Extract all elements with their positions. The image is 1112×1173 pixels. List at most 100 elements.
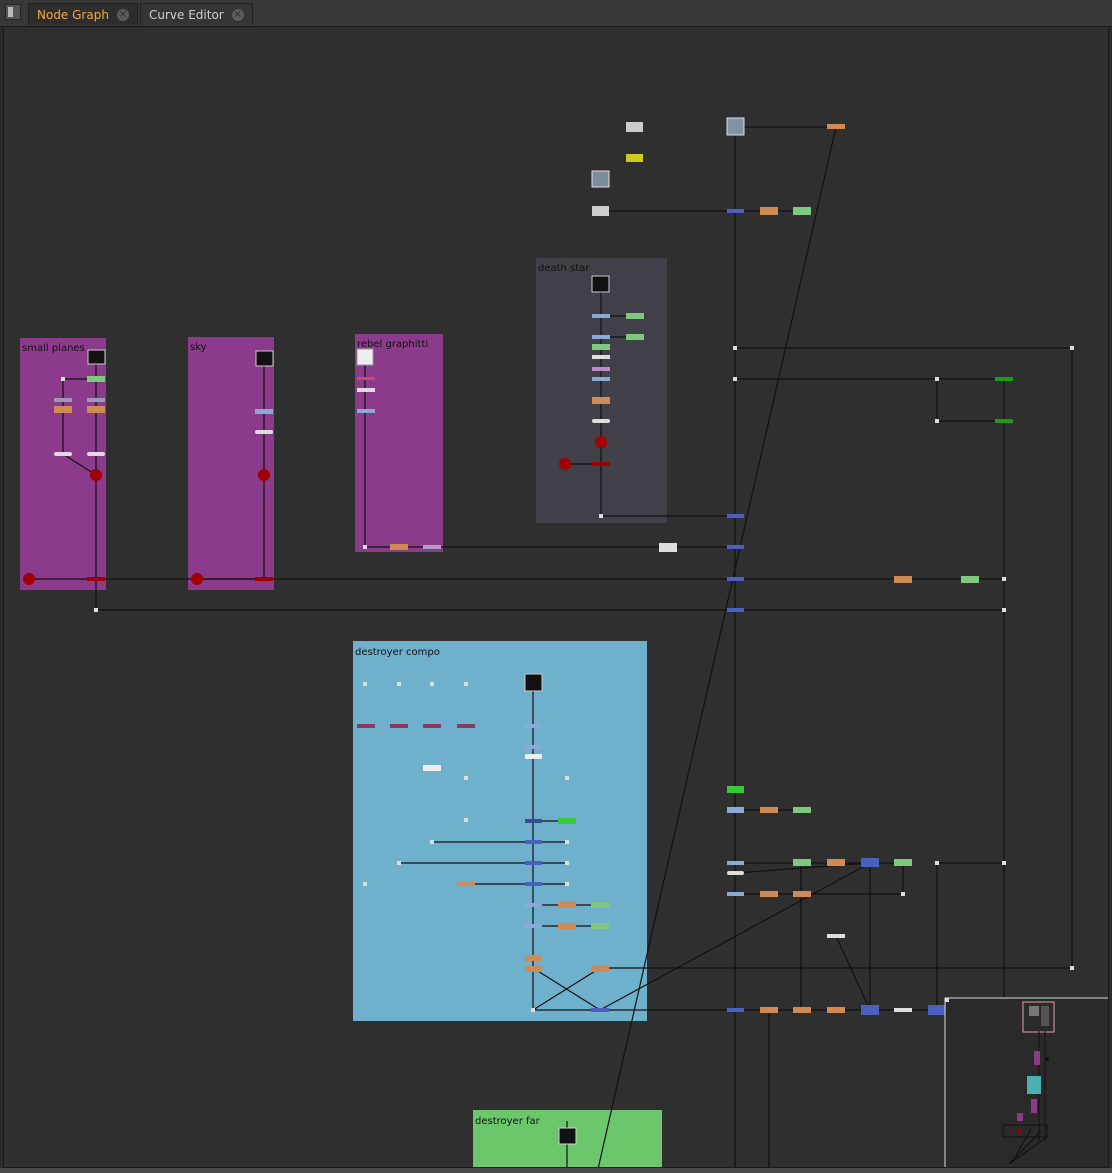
constant-node[interactable] [626, 154, 643, 162]
dot-node[interactable] [87, 452, 105, 456]
transform-node[interactable] [525, 819, 542, 823]
merge-node[interactable] [793, 891, 811, 897]
transform-node[interactable] [255, 409, 273, 414]
backdrop-rebel-graphitti[interactable]: rebel graphitti [355, 334, 443, 552]
dot-node[interactable] [525, 754, 542, 759]
read-node[interactable] [626, 122, 643, 132]
dot-node[interactable] [357, 388, 375, 392]
merge-node[interactable] [87, 406, 105, 413]
merge-node[interactable] [390, 544, 408, 550]
node-graph-canvas[interactable]: small planes sky rebel graphitti death s… [4, 27, 1109, 1168]
crop-node[interactable] [457, 724, 475, 728]
tab-curve-editor[interactable]: Curve Editor × [140, 3, 253, 25]
read-node[interactable] [591, 275, 610, 293]
grade-node[interactable] [558, 818, 576, 824]
transform-node[interactable] [525, 861, 542, 865]
viewer-node[interactable] [90, 469, 102, 481]
merge-node[interactable] [827, 859, 845, 866]
viewer-node[interactable] [559, 458, 571, 470]
viewer-node[interactable] [23, 573, 35, 585]
transform-node[interactable] [727, 514, 744, 518]
transform-node[interactable] [861, 1005, 879, 1015]
grade-node[interactable] [894, 859, 912, 866]
viewer-node[interactable] [595, 436, 607, 448]
grade-node[interactable] [727, 786, 744, 793]
transform-node[interactable] [592, 335, 610, 339]
transform-node[interactable] [727, 608, 744, 612]
transform-node[interactable] [525, 924, 542, 928]
transform-node[interactable] [592, 377, 610, 381]
transform-node[interactable] [727, 861, 744, 865]
read-node[interactable] [255, 350, 274, 367]
transform-node[interactable] [727, 545, 744, 549]
transform-node[interactable] [357, 409, 375, 413]
transform-node[interactable] [525, 745, 542, 749]
read-node[interactable] [659, 543, 677, 552]
transform-node[interactable] [727, 1008, 744, 1012]
transform-node[interactable] [525, 840, 542, 844]
write-node[interactable] [255, 577, 273, 581]
merge-node[interactable] [793, 1007, 811, 1013]
write-node[interactable] [592, 462, 610, 466]
transform-node[interactable] [525, 903, 542, 907]
transform-node[interactable] [861, 858, 879, 867]
grade-node[interactable] [591, 923, 609, 929]
crop-node[interactable] [390, 724, 408, 728]
transform-node[interactable] [423, 545, 441, 549]
grade-node[interactable] [626, 313, 644, 319]
merge-node[interactable] [894, 576, 912, 583]
backdrop-small-planes[interactable]: small planes [20, 338, 106, 590]
dot-node[interactable] [255, 430, 273, 434]
transform-node[interactable] [591, 1008, 609, 1012]
merge-node[interactable] [457, 882, 475, 886]
merge-node[interactable] [760, 207, 778, 215]
read-node[interactable] [87, 349, 106, 365]
transform-node[interactable] [592, 367, 610, 371]
crop-node[interactable] [357, 724, 375, 728]
merge-node[interactable] [525, 955, 542, 961]
node-graph-viewport[interactable]: small planes sky rebel graphitti death s… [3, 26, 1109, 1168]
transform-node[interactable] [87, 398, 105, 402]
nodes[interactable] [23, 117, 1074, 1145]
write-node[interactable] [87, 577, 105, 581]
grade-node[interactable] [626, 334, 644, 340]
merge-node[interactable] [592, 397, 610, 404]
tab-node-graph[interactable]: Node Graph × [28, 3, 138, 25]
merge-node[interactable] [558, 923, 576, 929]
transform-node[interactable] [727, 807, 744, 813]
dot-node[interactable] [592, 355, 610, 359]
dot-node[interactable] [894, 1008, 912, 1012]
merge-node[interactable] [760, 891, 778, 897]
grade-node[interactable] [592, 344, 610, 350]
merge-node[interactable] [591, 966, 609, 972]
dot-node[interactable] [827, 934, 845, 938]
read-node[interactable] [524, 673, 543, 692]
grade-node[interactable] [591, 902, 609, 908]
merge-node[interactable] [827, 1007, 845, 1013]
transform-node[interactable] [727, 209, 744, 213]
merge-node[interactable] [827, 124, 845, 129]
close-icon[interactable]: × [231, 8, 244, 21]
grade-node[interactable] [995, 419, 1013, 423]
viewer-node[interactable] [191, 573, 203, 585]
transform-node[interactable] [525, 724, 542, 728]
grade-node[interactable] [793, 859, 811, 866]
pane-menu-icon[interactable] [5, 4, 21, 20]
merge-node[interactable] [760, 1007, 778, 1013]
transform-node[interactable] [592, 314, 610, 318]
read-thumbnail-node[interactable] [591, 170, 610, 188]
transform-node[interactable] [928, 1005, 946, 1015]
crop-node[interactable] [357, 377, 375, 380]
navigator-minimap[interactable] [944, 997, 1109, 1168]
dot-node[interactable] [592, 419, 610, 423]
transform-node[interactable] [727, 577, 744, 581]
transform-node[interactable] [727, 892, 744, 896]
crop-node[interactable] [423, 724, 441, 728]
merge-node[interactable] [760, 807, 778, 813]
grade-node[interactable] [961, 576, 979, 583]
read-node[interactable] [558, 1127, 577, 1145]
read-node[interactable] [356, 348, 374, 366]
transform-node[interactable] [54, 398, 72, 402]
backdrop-destroyer-compo[interactable]: destroyer compo [353, 641, 647, 1021]
viewer-node[interactable] [258, 469, 270, 481]
